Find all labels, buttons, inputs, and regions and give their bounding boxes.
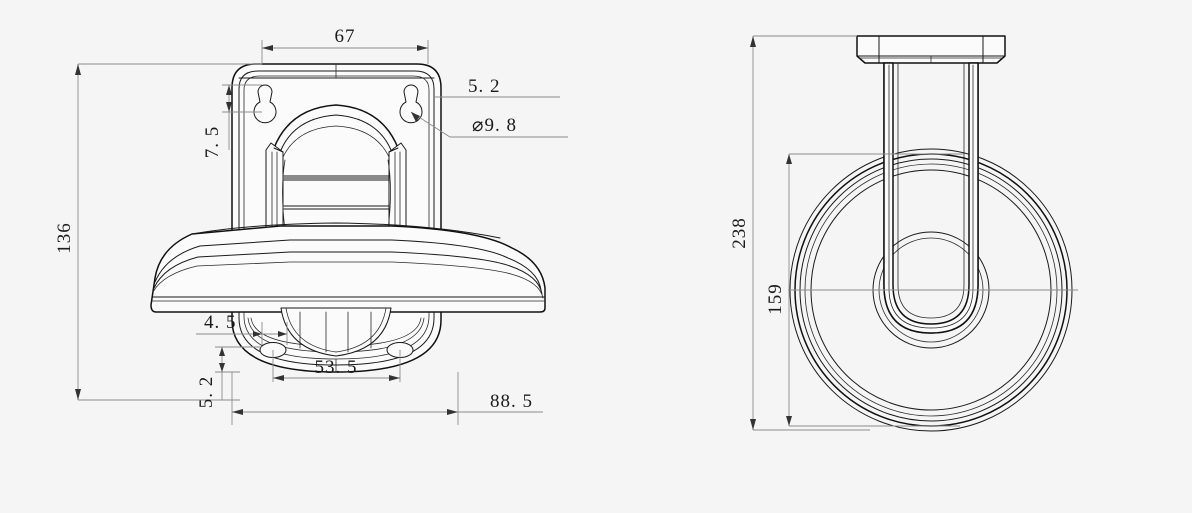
dim-67-arrow-right [417, 45, 428, 51]
dim-offset-5-2-bot: 5. 2 [196, 346, 262, 409]
wheel-tread-line-1 [154, 239, 542, 291]
dim-136-arrow-top [75, 64, 81, 75]
dim-238-text: 238 [729, 217, 750, 249]
dim-535-arrow-right [389, 375, 400, 381]
side-fork-inner-2 [897, 62, 965, 319]
yoke-inner-curve-left [282, 159, 286, 231]
wheel-top-ridge [191, 222, 501, 239]
keyhole-right-outline [399, 84, 423, 124]
dim-slot-5-2-top: 5. 2 [434, 76, 560, 98]
dim-dia98-leader [410, 111, 568, 138]
dim-535-arrow-left [273, 375, 284, 381]
yoke-body [273, 104, 399, 233]
dim-dia98-arrow [411, 112, 420, 122]
dim-75-arrow-top [226, 85, 232, 95]
dim-885-arrow-left [232, 409, 243, 415]
dim-offset-4-5: 4. 5 [196, 312, 288, 345]
dim-width-88-5: 88. 5 [231, 372, 543, 425]
dim-52top-text: 5. 2 [468, 76, 501, 97]
hub-curve-left [285, 307, 337, 353]
yoke-shoulder-right [388, 147, 399, 153]
dim-159-arrow-bottom [786, 416, 792, 426]
dim-885-text: 88. 5 [490, 391, 533, 412]
dim-238-arrow-bottom [750, 419, 756, 430]
dim-136-text: 136 [54, 222, 75, 254]
dim-75-text: 7. 5 [202, 126, 223, 159]
dim-67-arrow-left [262, 45, 273, 51]
front-view-group: 67 136 7. 5 5. 2 ⌀9. [54, 26, 568, 425]
hub-lower-body [280, 307, 392, 357]
dim-75-arrow-bottom [226, 102, 232, 112]
side-fork-overlay-shape [883, 62, 979, 334]
side-view-group: 238 159 [729, 35, 1078, 432]
hub-curve-right [335, 307, 387, 353]
dim-238-arrow-top [750, 36, 756, 47]
dim-offset-7-5: 7. 5 [202, 84, 262, 159]
dim-height-136: 136 [54, 63, 262, 401]
keyhole-slot-right [399, 84, 423, 124]
wheel-tread-line-2 [153, 251, 543, 295]
side-fork-overlay-line-right [930, 64, 974, 329]
wheel-profile [150, 222, 546, 313]
yoke-arch-inner [280, 114, 392, 151]
yoke-shoulder-left [273, 147, 284, 153]
dim-45-arrow-right [278, 331, 287, 337]
dim-159-arrow-top [786, 154, 792, 164]
wheel-tread-line-3 [152, 261, 544, 299]
dim-52bot-text: 5. 2 [196, 376, 217, 409]
dim-width-53-5: 53. 5 [272, 350, 401, 382]
dim-wheel-159: 159 [765, 153, 964, 427]
keyhole-left-outline [253, 84, 277, 124]
yoke-arch-inner-2 [282, 125, 390, 158]
dim-45-arrow-left [253, 331, 262, 337]
dim-52bot-arrow-bottom [219, 363, 225, 372]
dim-height-238: 238 [729, 35, 870, 431]
dim-dia98-text: ⌀9. 8 [472, 115, 517, 136]
yoke-inner-curve-right [387, 159, 391, 231]
dim-hole-dia-9-8: ⌀9. 8 [410, 111, 568, 138]
keyhole-slot-left [253, 84, 277, 124]
side-fork-overlay-line-left [888, 64, 932, 329]
wheel-outer-profile [150, 225, 546, 313]
wheel-hub-lower [280, 307, 392, 357]
dim-885-arrow-right [447, 409, 458, 415]
dim-width-67: 67 [261, 26, 429, 64]
dim-136-arrow-bottom [75, 389, 81, 400]
side-fork-overlay [883, 62, 979, 334]
side-top-plate [856, 35, 1006, 64]
dim-159-text: 159 [765, 283, 786, 315]
dim-535-text: 53. 5 [315, 357, 358, 378]
dim-52bot-arrow-top [219, 347, 225, 356]
dim-45-text: 4. 5 [204, 312, 237, 333]
dim-67-text: 67 [335, 26, 356, 47]
